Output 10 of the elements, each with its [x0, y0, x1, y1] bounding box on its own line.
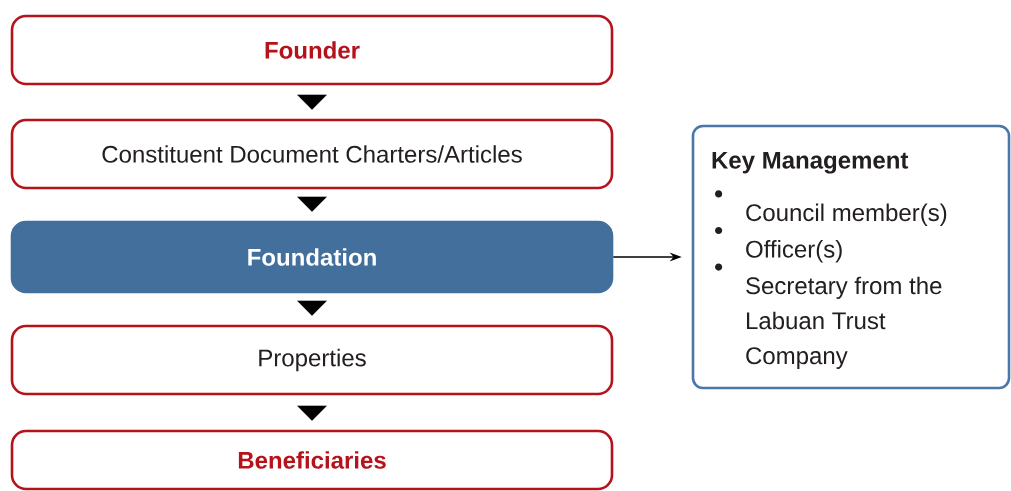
arrow: [297, 404, 327, 421]
arrow: [297, 196, 327, 212]
process-box: Foundation: [10, 220, 614, 294]
arrow: [297, 94, 327, 110]
arrow: [297, 300, 327, 316]
process-box: Founder: [10, 14, 614, 86]
process-box: Properties: [10, 324, 614, 396]
key-management-box: Key Management Council member(s) Officer(s) Secretary from the Labuan Trust Company: [691, 124, 1011, 390]
process-box: Beneficiaries: [10, 429, 614, 491]
process-box: Constituent Document Charters/Articles: [10, 118, 614, 190]
